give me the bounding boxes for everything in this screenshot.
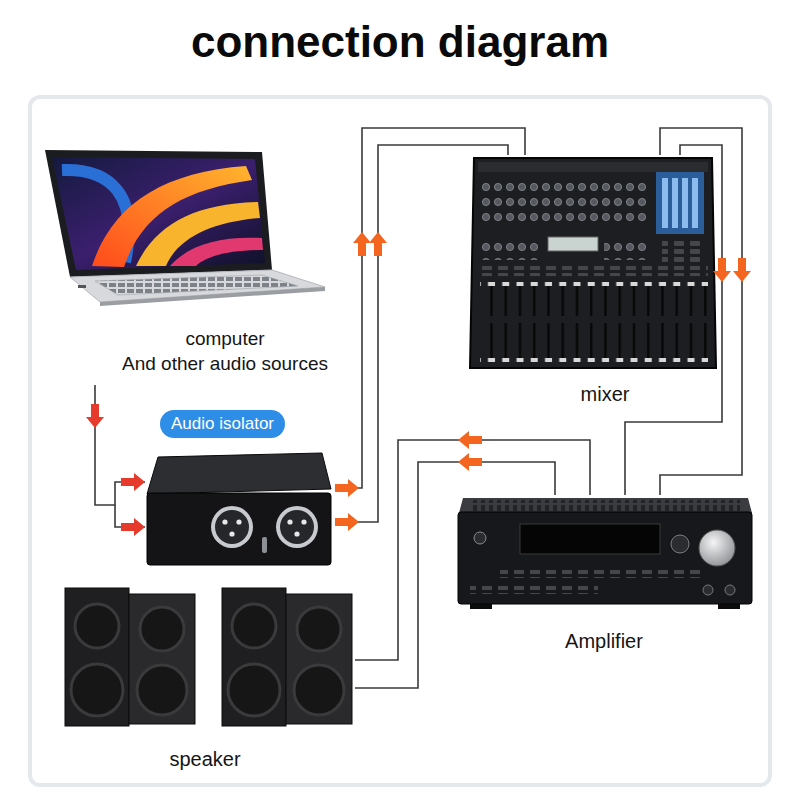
- device-label: Amplifier: [529, 628, 679, 654]
- amp-top: [459, 498, 752, 513]
- speaker-cone: [75, 604, 119, 648]
- power-button: [474, 532, 486, 544]
- laptop-port: [78, 285, 86, 288]
- device-node: Amplifier: [455, 495, 755, 658]
- speaker-cabinet: [129, 594, 195, 724]
- xlr-pin: [222, 519, 227, 524]
- arrow-head: [121, 473, 145, 491]
- speaker-cone: [294, 665, 344, 715]
- arrow-head: [458, 431, 482, 449]
- ground-switch: [262, 537, 267, 553]
- signal-connector: [355, 431, 590, 688]
- mixer-faders: [480, 282, 708, 362]
- isolator-front: [147, 493, 331, 565]
- xlr-ring: [276, 506, 318, 548]
- laptop-display: [52, 157, 265, 270]
- amp-jack: [703, 585, 713, 595]
- signal-wire: [660, 128, 742, 495]
- isolator-top: [147, 453, 331, 494]
- mixer-knobs: [480, 236, 540, 260]
- mixer-illustration: [470, 158, 716, 368]
- signal-connector: [335, 128, 525, 531]
- mixer-knobs: [604, 236, 650, 260]
- speaker-cone: [140, 607, 184, 651]
- arrow-head: [335, 513, 359, 531]
- amp-jack: [725, 585, 735, 595]
- mixer-meter-panel: [656, 172, 704, 234]
- device-node: Audio isolator: [145, 405, 335, 570]
- arrow-head: [458, 453, 482, 471]
- mixer-buttons: [662, 240, 704, 262]
- amp-foot: [718, 604, 740, 609]
- mixer-buttons: [480, 266, 708, 276]
- signal-wire: [355, 462, 555, 688]
- mixer-knobs: [480, 178, 650, 226]
- amp-buttons: [470, 586, 598, 594]
- mixer-meter: [662, 178, 668, 228]
- isolator-illustration: [147, 453, 331, 565]
- signal-wire: [335, 145, 508, 522]
- xlr-ring: [211, 506, 253, 548]
- mixer-meter: [672, 178, 678, 228]
- speaker-cone: [228, 664, 280, 716]
- speaker-cone: [71, 664, 123, 716]
- arrow-head: [353, 232, 371, 256]
- signal-connector: [625, 128, 751, 495]
- speaker-cabinet: [65, 588, 129, 726]
- signal-wire: [95, 385, 145, 505]
- device-node: speaker: [60, 580, 355, 776]
- device-label: computer And other audio sources: [100, 327, 350, 376]
- speaker-cabinet: [286, 594, 352, 724]
- signal-connector: [86, 385, 145, 536]
- amp-knob: [671, 535, 689, 553]
- arrow-head: [713, 258, 731, 282]
- device-label: Audio isolator: [160, 410, 285, 438]
- device-node: computer And other audio sources: [40, 145, 354, 385]
- xlr-socket: [280, 510, 314, 544]
- arrow-head: [733, 258, 751, 282]
- device-label: mixer: [555, 381, 655, 407]
- arrow-head: [335, 479, 359, 497]
- volume-knob: [699, 530, 735, 566]
- laptop-bezel: [45, 150, 272, 277]
- xlr-pin: [294, 531, 299, 536]
- device-label: speaker: [130, 746, 280, 772]
- xlr-pin: [301, 519, 306, 524]
- signal-wire: [625, 145, 722, 495]
- arrow-head: [121, 518, 145, 536]
- title-box: connection diagram: [0, 16, 800, 69]
- laptop-edge: [100, 287, 325, 306]
- speaker-cone: [297, 607, 341, 651]
- speaker-illustration: [65, 588, 352, 726]
- mixer-strip: [478, 162, 708, 172]
- xlr-socket: [215, 510, 249, 544]
- mixer-meter: [682, 178, 688, 228]
- speaker-cabinet: [222, 588, 286, 726]
- arrow-head: [369, 232, 387, 256]
- xlr-pin: [229, 531, 234, 536]
- signal-wire: [335, 128, 525, 488]
- mixer-lcd: [548, 237, 598, 251]
- speaker-cone: [232, 604, 276, 648]
- amp-buttons: [500, 570, 700, 578]
- speaker-cone: [137, 665, 187, 715]
- xlr-pin: [287, 519, 292, 524]
- laptop-illustration: [45, 150, 325, 306]
- mixer-body: [470, 158, 716, 368]
- amp-foot: [470, 604, 492, 609]
- wallpaper-swirl: [170, 238, 263, 266]
- card-panel: [30, 97, 770, 785]
- amp-vents: [470, 500, 740, 511]
- mixer-meter: [692, 178, 698, 228]
- device-node: mixer: [470, 155, 712, 411]
- amp-front: [458, 512, 752, 604]
- amp-display: [520, 524, 660, 554]
- arrow-head: [86, 404, 104, 428]
- amplifier-illustration: [458, 498, 752, 609]
- xlr-pin: [236, 519, 241, 524]
- diagram-title: connection diagram: [0, 16, 800, 69]
